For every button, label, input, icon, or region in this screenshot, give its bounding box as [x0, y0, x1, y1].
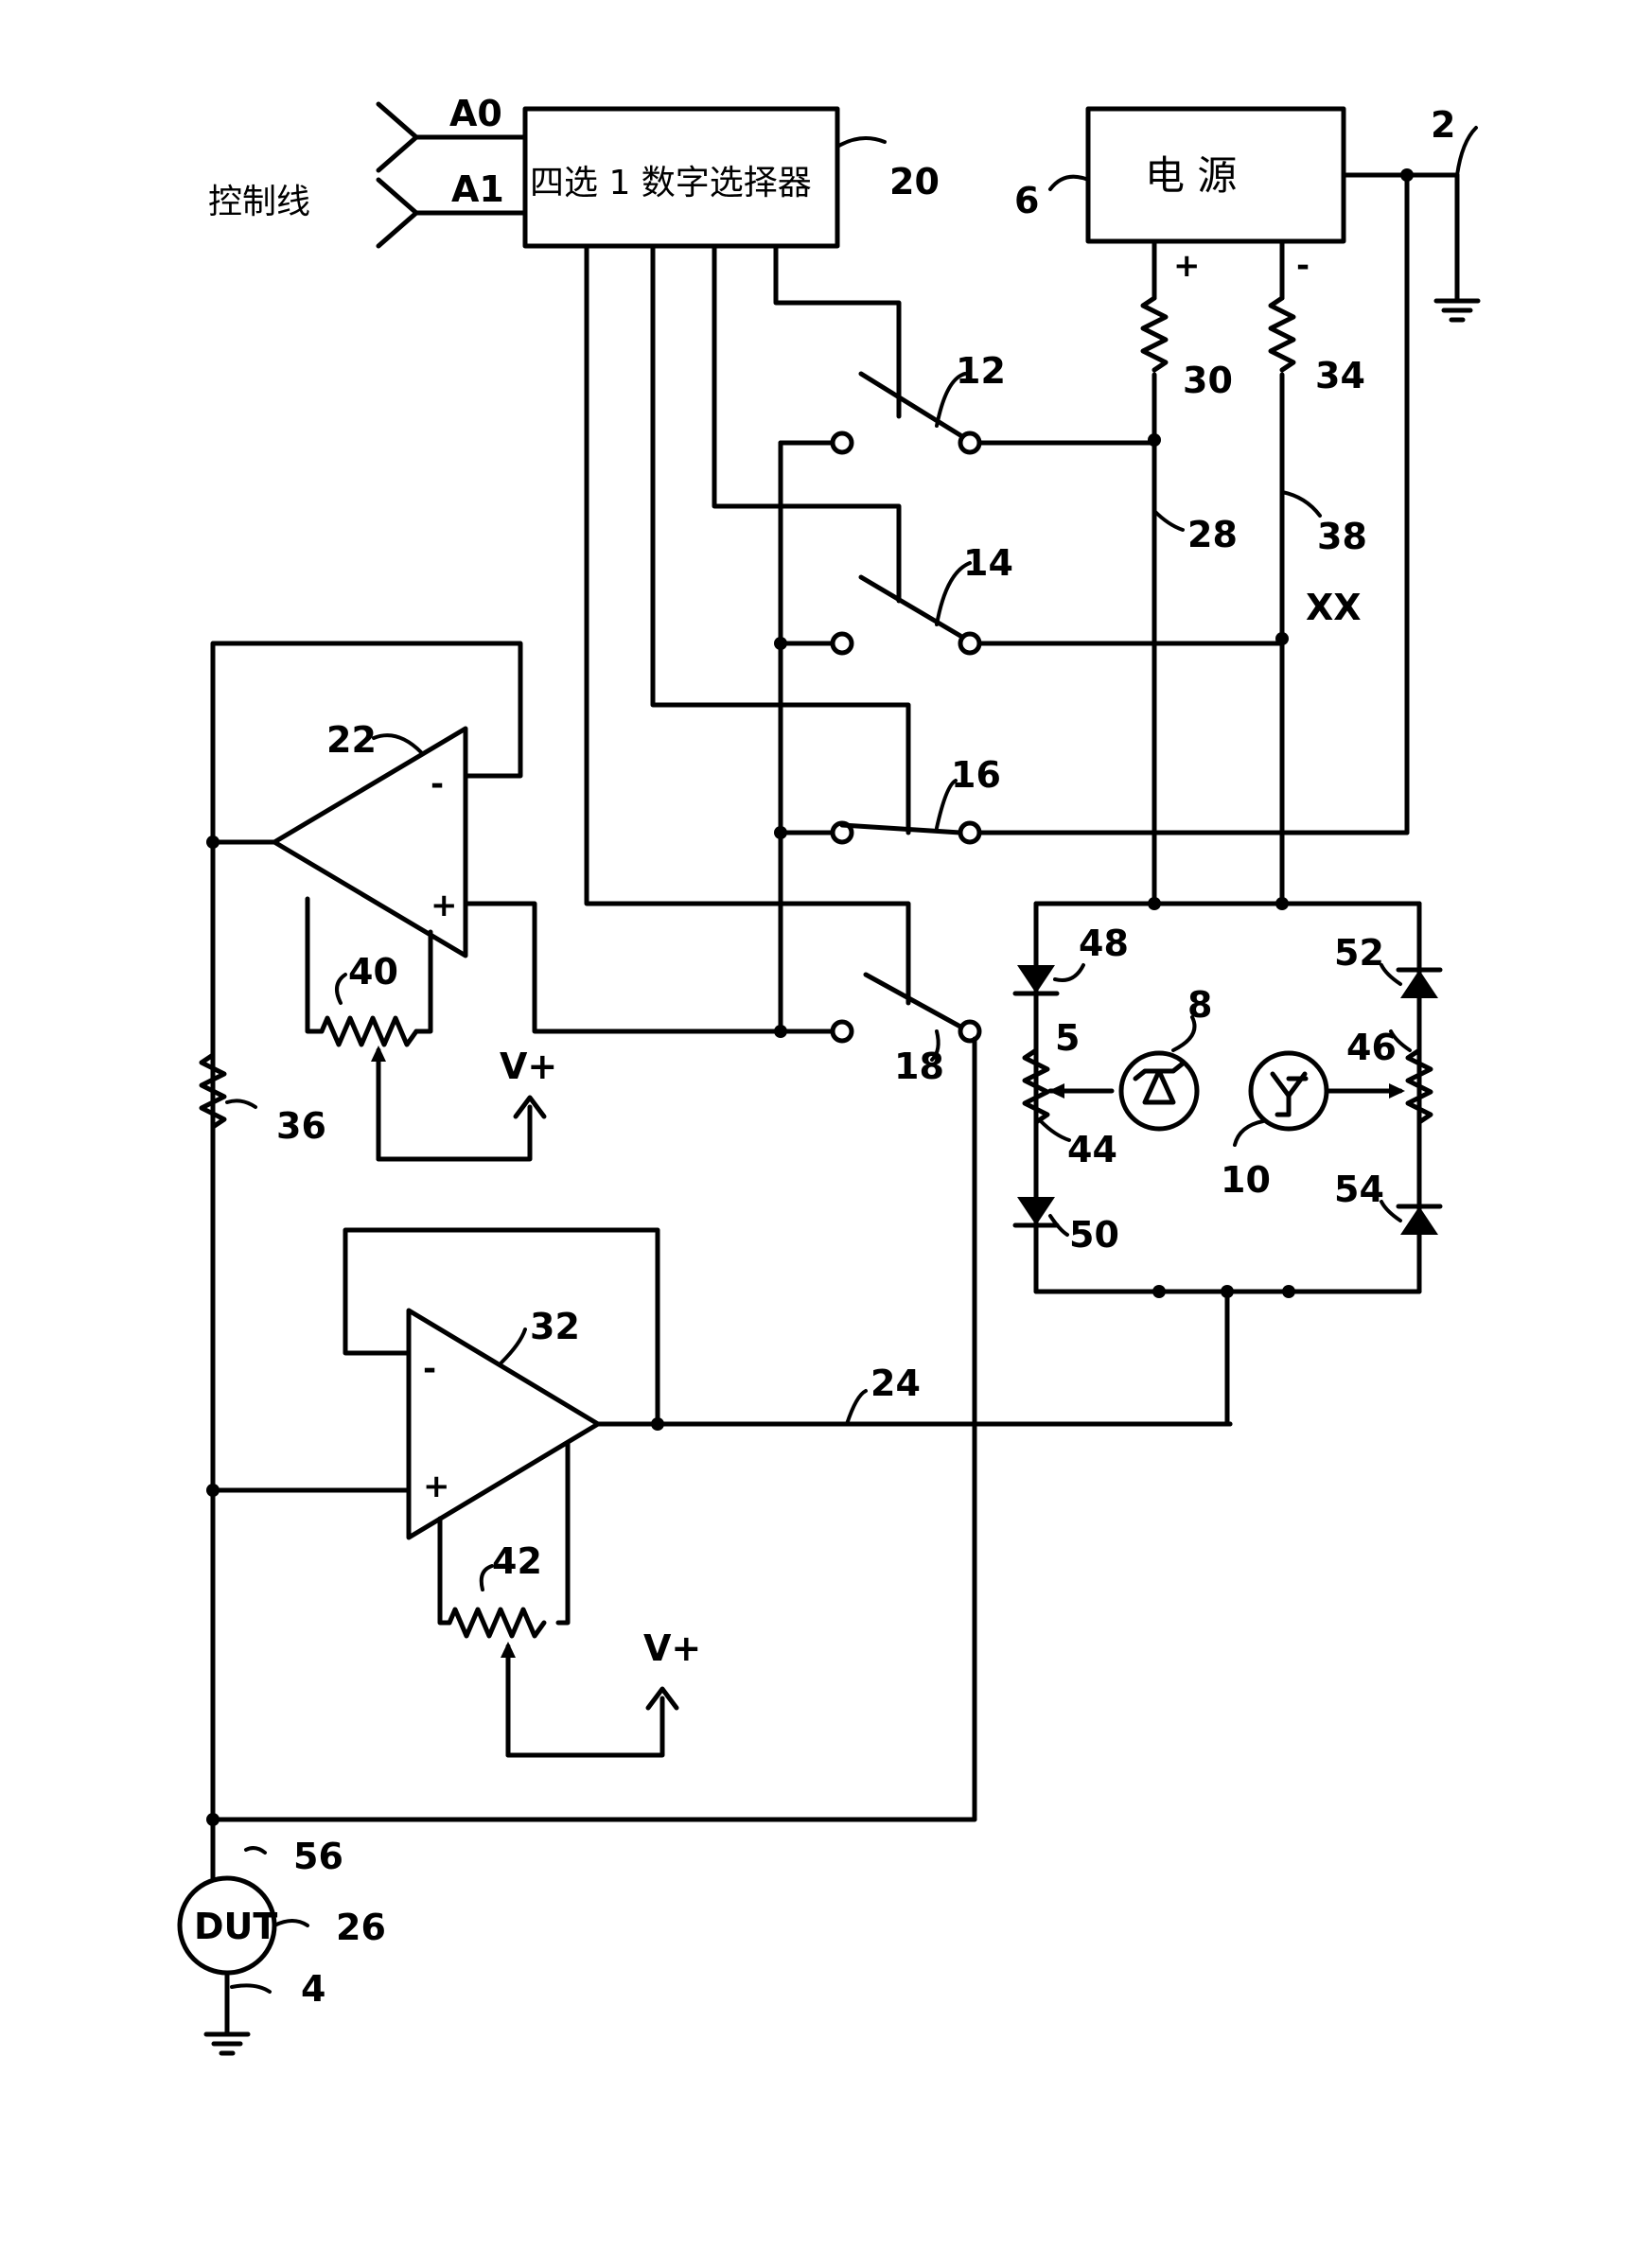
selector-label: 四选 1 数字选择器	[530, 164, 812, 202]
power-supply-label: 电 源	[1145, 152, 1237, 199]
label-diode-52: 52	[1334, 932, 1384, 974]
dut-device: DUT	[177, 1875, 277, 1976]
potentiometer-44	[1022, 1047, 1050, 1125]
diode-52	[1396, 967, 1443, 998]
selector-box	[522, 106, 840, 249]
label-r36: 36	[276, 1105, 326, 1147]
label-pot-40: 40	[348, 951, 398, 993]
label-opamp-22: 22	[326, 719, 377, 761]
label-dut-ref: 26	[336, 1907, 386, 1948]
label-r30: 30	[1183, 360, 1233, 401]
label-switch-16: 16	[951, 754, 1001, 796]
switch-16	[774, 820, 1410, 845]
resistor-36	[199, 1052, 227, 1130]
label-transistor-10: 10	[1221, 1159, 1271, 1201]
transistor-8	[1118, 1050, 1200, 1132]
transistor-10	[1248, 1050, 1329, 1132]
label-diode-50: 50	[1069, 1214, 1119, 1256]
label-5: 5	[1055, 1017, 1080, 1059]
label-a1: A1	[451, 168, 504, 210]
power-minus-sign: -	[1296, 247, 1310, 285]
diode-50	[1012, 1197, 1060, 1228]
label-diode-48: 48	[1079, 923, 1129, 964]
label-line-28: 28	[1187, 514, 1238, 555]
opamp-22	[272, 726, 468, 958]
switch-18	[774, 972, 982, 1822]
label-a0: A0	[449, 93, 502, 134]
diode-54	[1396, 1204, 1443, 1235]
resistor-34	[1268, 295, 1296, 373]
potentiometer-40	[319, 1015, 419, 1047]
label-switch-12: 12	[956, 350, 1006, 392]
opamp-22-minus: -	[431, 765, 444, 803]
label-vplus-1: V+	[500, 1046, 557, 1087]
opamp-32	[406, 1308, 601, 1540]
label-transistor-8: 8	[1187, 984, 1212, 1026]
diode-48	[1012, 965, 1060, 996]
label-line-38: 38	[1317, 516, 1367, 557]
label-vplus-2: V+	[643, 1627, 701, 1669]
dut-label: DUT	[194, 1906, 277, 1947]
label-line-4: 4	[301, 1968, 325, 2010]
label-power-ref: 6	[1014, 180, 1039, 221]
label-r34: 34	[1315, 355, 1365, 396]
resistor-30	[1140, 295, 1169, 373]
switch-14	[774, 574, 1285, 656]
label-ground-ref: 2	[1431, 104, 1455, 146]
label-switch-18: 18	[894, 1046, 944, 1087]
label-selector-ref: 20	[889, 161, 940, 202]
opamp-32-minus: -	[423, 1350, 436, 1388]
potentiometer-42	[447, 1607, 547, 1639]
opamp-32-plus: +	[423, 1468, 450, 1505]
control-line-label: 控制线	[208, 183, 310, 221]
label-pot-44: 44	[1067, 1129, 1117, 1170]
label-switch-14: 14	[963, 542, 1013, 584]
control-inputs	[376, 101, 528, 249]
power-plus-sign: +	[1173, 247, 1201, 285]
switch-12	[778, 371, 1157, 455]
label-opamp-32: 32	[530, 1306, 580, 1347]
label-xx: XX	[1306, 587, 1362, 628]
label-pot-46: 46	[1346, 1027, 1397, 1068]
label-diode-54: 54	[1334, 1169, 1384, 1210]
opamp-22-plus: +	[431, 887, 458, 924]
label-pot-42: 42	[492, 1540, 542, 1582]
label-line-56: 56	[293, 1836, 343, 1877]
label-line-24: 24	[870, 1363, 921, 1404]
potentiometer-46	[1405, 1047, 1433, 1125]
